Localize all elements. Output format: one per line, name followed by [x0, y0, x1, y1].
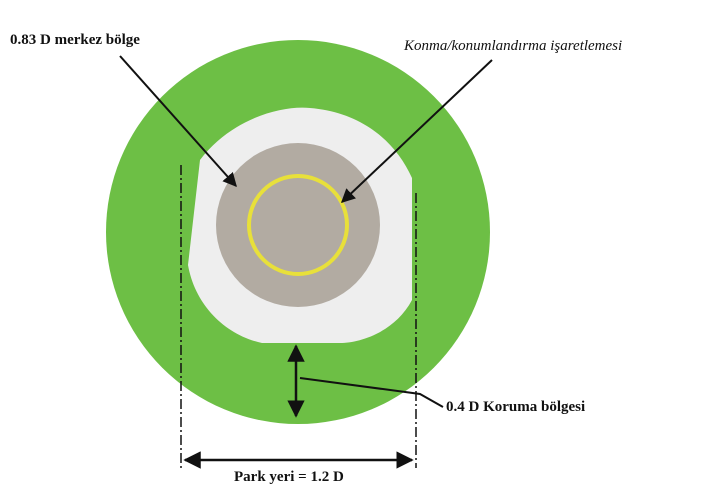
center-zone-circle	[216, 143, 380, 307]
center-zone-label: 0.83 D merkez bölge	[10, 32, 140, 48]
center-zone-leader-arrow	[119, 55, 237, 188]
parking-stand-width-label: Park yeri = 1.2 D	[234, 469, 344, 485]
protection-zone-label: 0.4 D Koruma bölgesi	[446, 399, 586, 415]
touchdown-marking-label: Konma/konumlandırma işaretlemesi	[404, 38, 623, 54]
protection-zone-leader-line	[299, 377, 444, 408]
touchdown-marking-leader-arrow	[340, 59, 493, 203]
touchdown-marking-ring	[247, 174, 349, 276]
